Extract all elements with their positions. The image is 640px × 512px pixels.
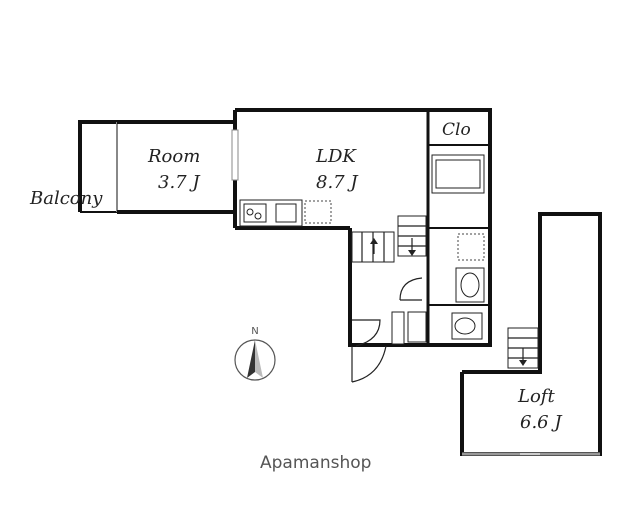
- balcony-label: Balcony: [29, 188, 103, 209]
- room-name-label: Room: [147, 146, 200, 167]
- room-area: [117, 110, 239, 228]
- apamanshop-watermark: Apamanshop: [260, 453, 371, 473]
- closet-label: Clo: [442, 120, 471, 140]
- loft-size-label: 6.6 J: [520, 412, 563, 433]
- bath-area: [428, 145, 492, 347]
- compass-north-label: N: [251, 326, 258, 337]
- closet: [428, 110, 492, 146]
- ldk-size-label: 8.7 J: [316, 172, 359, 193]
- loft-area: [460, 212, 602, 456]
- ldk-name-label: LDK: [315, 146, 357, 167]
- room-size-label: 3.7 J: [158, 172, 201, 193]
- balcony: [78, 120, 118, 213]
- compass-icon: N: [234, 326, 276, 381]
- loft-name-label: Loft: [517, 386, 555, 407]
- entrance-door: [351, 345, 387, 383]
- hall-area: [348, 215, 430, 347]
